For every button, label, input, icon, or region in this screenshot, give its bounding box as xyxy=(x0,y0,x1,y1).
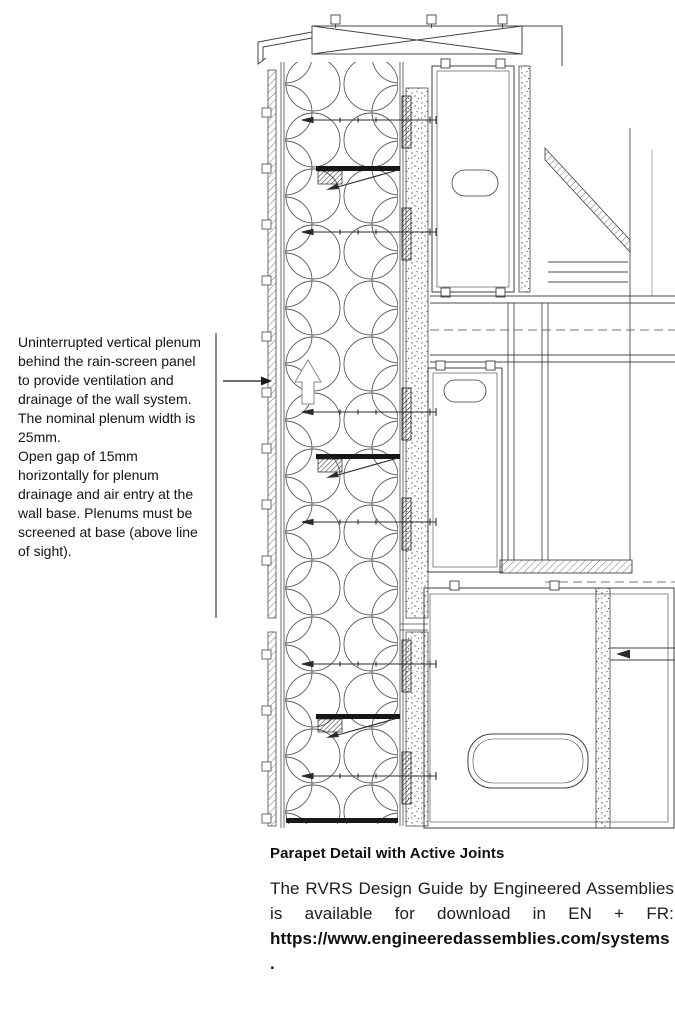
thermal-clip-icon xyxy=(316,166,400,190)
roof-deck xyxy=(544,128,653,296)
floor-assembly xyxy=(430,295,675,363)
plenum-annotation: Uninterrupted vertical plenum behind the… xyxy=(18,334,201,559)
figure-description-text: The RVRS Design Guide by Engineered Asse… xyxy=(270,879,674,923)
screw-icon xyxy=(301,408,437,416)
screw-icon xyxy=(301,772,437,780)
rainscreen-panel-bottom xyxy=(423,580,675,829)
rainscreen-panel-middle xyxy=(427,360,503,573)
screw-icon xyxy=(301,116,437,124)
parapet-cap xyxy=(257,14,563,66)
insulation-batt xyxy=(285,62,398,824)
leader-arrow-icon xyxy=(261,376,272,386)
figure-caption: Parapet Detail with Active Joints The RV… xyxy=(270,845,674,976)
base-closure xyxy=(286,818,398,823)
shelf-angle xyxy=(499,559,675,583)
thermal-clips xyxy=(316,166,400,738)
thermal-clip-icon xyxy=(316,454,400,478)
screw-icon xyxy=(301,228,437,236)
figure-description: The RVRS Design Guide by Engineered Asse… xyxy=(270,876,674,976)
fastener-screws xyxy=(301,116,437,780)
airflow-arrow-icon xyxy=(294,359,322,405)
figure-link[interactable]: https://www.engineeredassemblies.com/sys… xyxy=(270,929,670,973)
annotation-leader xyxy=(215,333,272,618)
screw-icon xyxy=(301,518,437,526)
rainscreen-panel-top xyxy=(431,58,531,298)
thermal-clip-icon xyxy=(316,714,400,738)
sheathing-board xyxy=(399,62,429,827)
air-barrier-membrane xyxy=(261,62,285,828)
figure-title: Parapet Detail with Active Joints xyxy=(270,845,505,862)
steel-column xyxy=(507,296,631,560)
clip-rails xyxy=(401,95,412,805)
